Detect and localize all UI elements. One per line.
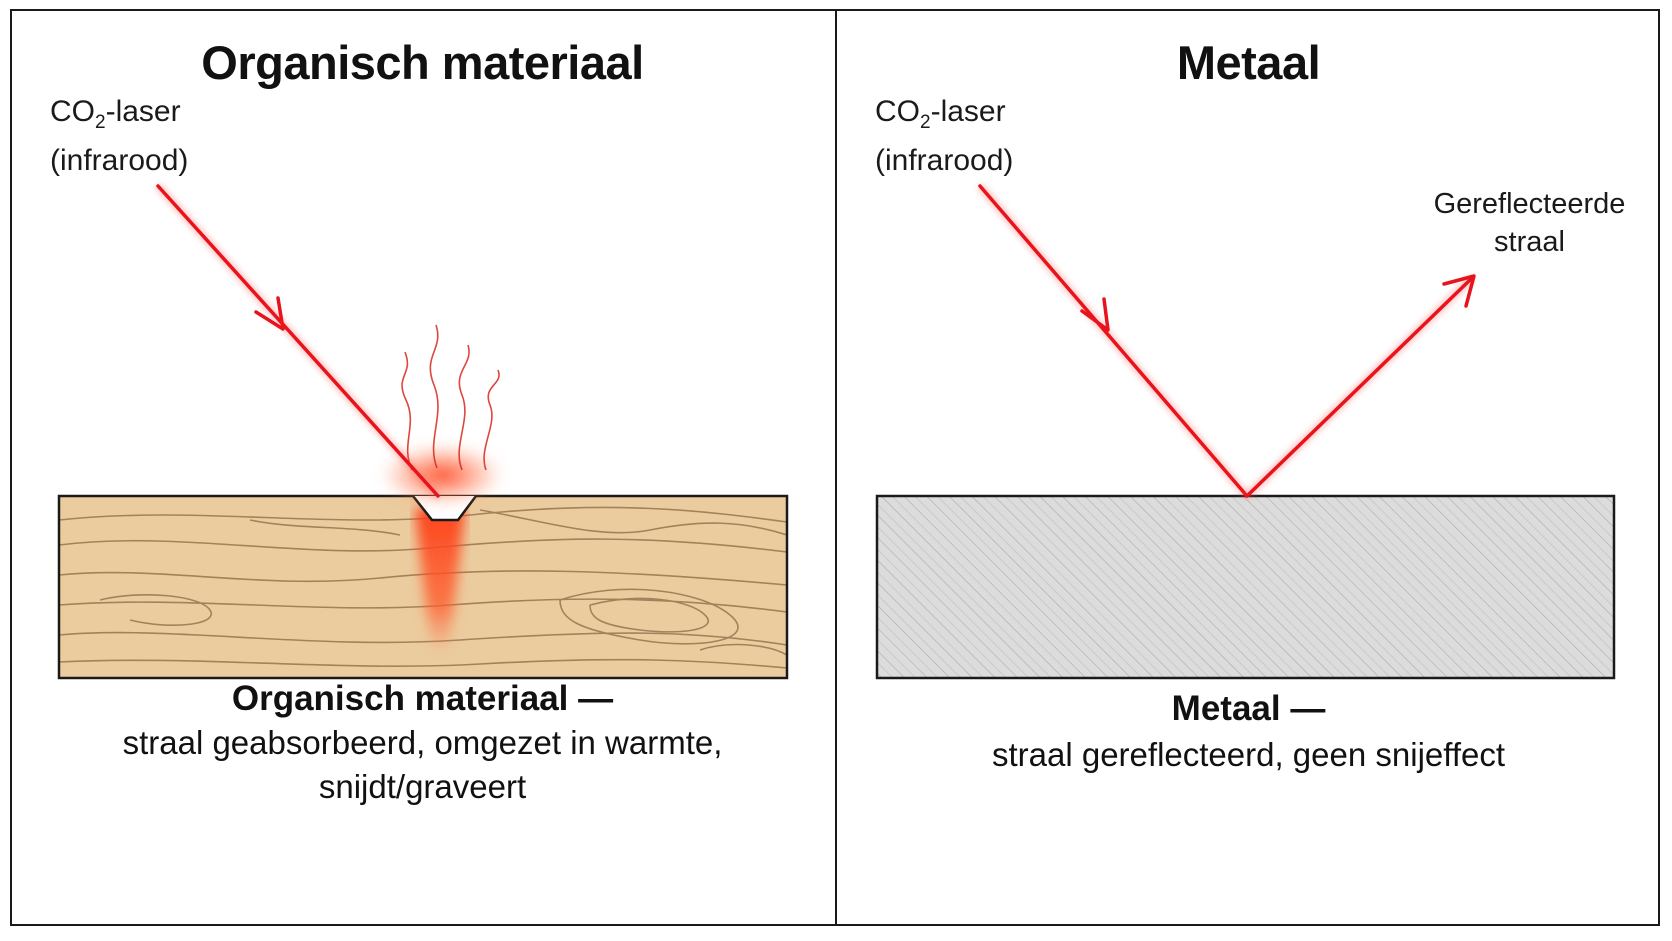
metal-caption: Metaal — straal gereflecteerd, geen snij… <box>837 689 1660 777</box>
beam-direction-arrow <box>254 296 285 331</box>
metal-block <box>875 494 1616 680</box>
laser-label-rest: -laser <box>930 95 1006 128</box>
organic-laser-beam <box>155 183 441 499</box>
laser-label-infrared: (infrarood) <box>875 144 1014 177</box>
reflected-label-line1: Gereflecteerde <box>1433 188 1626 220</box>
beam-direction-arrow <box>1080 297 1110 332</box>
organic-title: Organisch materiaal <box>201 36 644 89</box>
metal-reflected-beam <box>1244 274 1476 499</box>
wood-block <box>57 494 789 680</box>
metal-caption-line1: straal gereflecteerd, geen snijeffect <box>991 736 1506 773</box>
laser-label-co: CO <box>875 95 920 128</box>
metal-incident-beam <box>976 183 1251 499</box>
organic-caption-line2: snijdt/graveert <box>318 768 527 805</box>
reflected-arrowhead <box>1442 274 1476 308</box>
metal-panel: Metaal CO2-laser (infrarood) Gereflectee… <box>837 9 1660 926</box>
organic-caption-line1: straal geabsorbeerd, omgezet in warmte, <box>122 724 723 761</box>
metal-caption-head: Metaal — <box>1171 689 1326 728</box>
organic-caption-head: Organisch materiaal — <box>231 679 614 718</box>
metal-laser-label: CO2-laser (infrarood) <box>875 93 1013 180</box>
organic-caption: Organisch materiaal — straal geabsorbeer… <box>10 679 835 809</box>
laser-label-subscript: 2 <box>95 112 106 133</box>
metal-title: Metaal <box>1176 36 1321 89</box>
reflected-beam-label: Gereflecteerde straal <box>1417 185 1642 261</box>
smoke-wisps <box>401 324 500 471</box>
panel-divider <box>835 9 837 926</box>
organic-laser-label: CO2-laser (infrarood) <box>50 93 188 180</box>
laser-label-infrared: (infrarood) <box>50 144 189 177</box>
laser-label-rest: -laser <box>105 95 181 128</box>
organic-panel: Organisch materiaal CO2-laser (infrarood… <box>10 9 835 926</box>
heat-zone <box>415 505 465 650</box>
laser-label-co: CO <box>50 95 95 128</box>
laser-label-subscript: 2 <box>920 112 931 133</box>
heat-glow <box>380 443 504 507</box>
reflected-label-line2: straal <box>1494 226 1565 258</box>
